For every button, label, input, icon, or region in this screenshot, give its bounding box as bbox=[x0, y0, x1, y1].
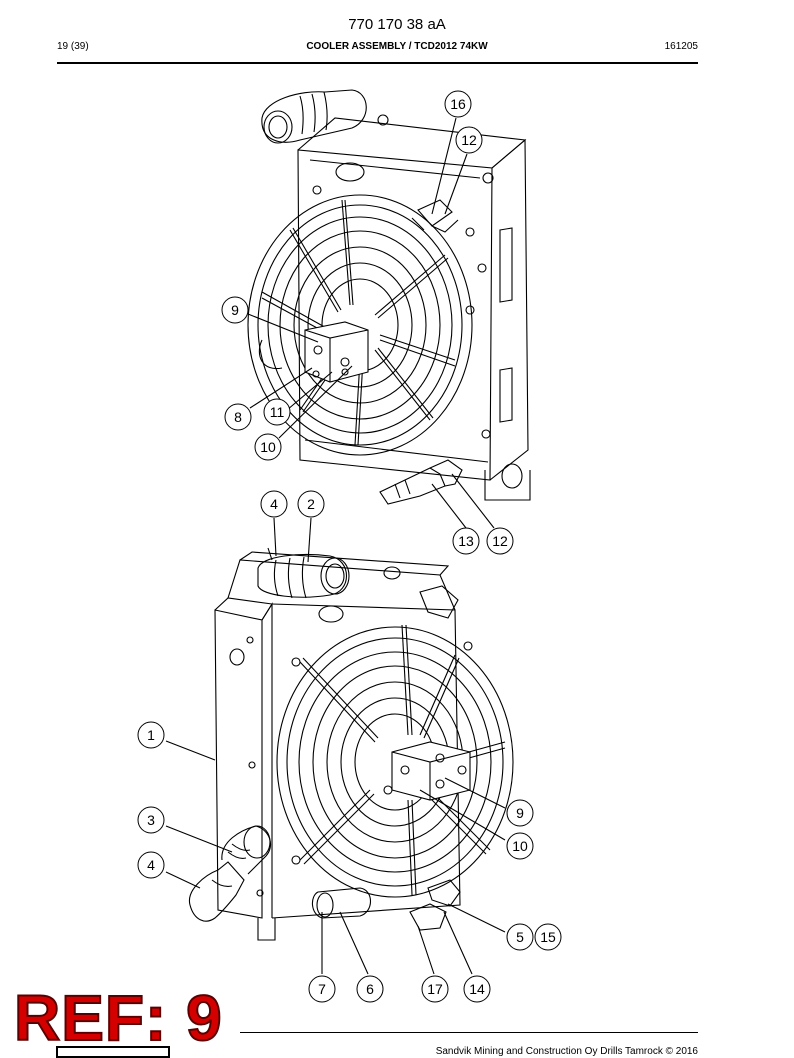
svg-text:3: 3 bbox=[147, 812, 155, 828]
svg-text:14: 14 bbox=[469, 981, 485, 997]
callout-17: 17 bbox=[421, 975, 449, 1003]
callout-5: 5 bbox=[506, 923, 534, 951]
callout-9: 9 bbox=[221, 296, 249, 324]
callout-7: 7 bbox=[308, 975, 336, 1003]
callout-2: 2 bbox=[297, 490, 325, 518]
date-code: 161205 bbox=[664, 41, 698, 52]
callout-14: 14 bbox=[463, 975, 491, 1003]
callout-6: 6 bbox=[356, 975, 384, 1003]
upper-cooler-view bbox=[247, 89, 531, 505]
callouts-upper: 16 12 9 8 11 10 13 12 bbox=[221, 90, 514, 555]
svg-text:6: 6 bbox=[366, 981, 374, 997]
svg-text:8: 8 bbox=[234, 409, 242, 425]
callout-10b: 10 bbox=[506, 832, 534, 860]
callout-3: 3 bbox=[137, 806, 165, 834]
svg-text:12: 12 bbox=[492, 533, 508, 549]
svg-text:17: 17 bbox=[427, 981, 443, 997]
reference-badge: REF: 9 bbox=[13, 982, 223, 1054]
svg-text:16: 16 bbox=[450, 96, 466, 112]
svg-text:11: 11 bbox=[270, 404, 285, 420]
callout-4: 4 bbox=[260, 490, 288, 518]
svg-text:1: 1 bbox=[147, 727, 155, 743]
callout-11: 11 bbox=[263, 398, 291, 426]
svg-text:12: 12 bbox=[461, 132, 477, 148]
svg-text:7: 7 bbox=[318, 981, 326, 997]
svg-text:10: 10 bbox=[260, 439, 276, 455]
callout-15: 15 bbox=[534, 923, 562, 951]
svg-text:13: 13 bbox=[458, 533, 474, 549]
svg-text:10: 10 bbox=[512, 838, 528, 854]
footer-copyright: Sandvik Mining and Construction Oy Drill… bbox=[435, 1046, 698, 1057]
leader-lines bbox=[165, 117, 506, 975]
callout-10: 10 bbox=[254, 433, 282, 461]
header-divider bbox=[57, 62, 698, 64]
callout-4b: 4 bbox=[137, 851, 165, 879]
callout-13: 13 bbox=[452, 527, 480, 555]
footer-divider bbox=[240, 1032, 698, 1033]
callout-12b: 12 bbox=[486, 527, 514, 555]
callout-8: 8 bbox=[224, 403, 252, 431]
callout-12: 12 bbox=[455, 126, 483, 154]
svg-text:2: 2 bbox=[307, 496, 315, 512]
document-number: 770 170 38 aA bbox=[348, 16, 446, 33]
svg-text:5: 5 bbox=[516, 929, 524, 945]
company-logo bbox=[56, 1046, 170, 1058]
callout-16: 16 bbox=[444, 90, 472, 118]
svg-text:4: 4 bbox=[147, 857, 155, 873]
svg-text:4: 4 bbox=[270, 496, 278, 512]
callouts-lower: 4 2 1 3 4 9 10 5 15 7 6 17 14 bbox=[137, 490, 562, 1003]
svg-text:9: 9 bbox=[231, 302, 239, 318]
svg-text:9: 9 bbox=[516, 805, 524, 821]
page-count: 19 (39) bbox=[57, 41, 89, 52]
callout-1: 1 bbox=[137, 721, 165, 749]
svg-text:15: 15 bbox=[540, 929, 556, 945]
lower-cooler-view bbox=[188, 547, 514, 941]
page-title: COOLER ASSEMBLY / TCD2012 74KW bbox=[306, 41, 488, 52]
callout-9b: 9 bbox=[506, 799, 534, 827]
